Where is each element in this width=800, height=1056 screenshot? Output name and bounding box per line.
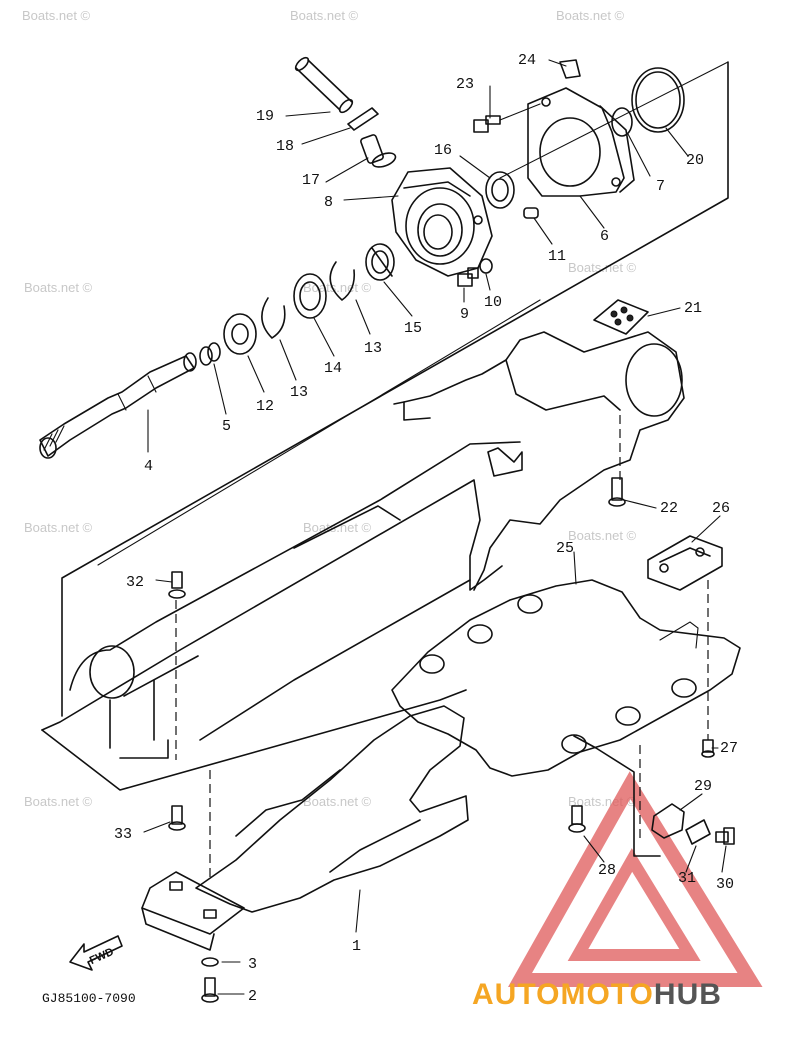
bearing-part-16	[485, 171, 515, 209]
callout-9: 9	[460, 306, 469, 323]
callout-17: 17	[302, 172, 320, 189]
callout-31: 31	[678, 870, 696, 887]
callout-26: 26	[712, 500, 730, 517]
plate-part-31	[685, 819, 711, 845]
callout-5: 5	[222, 418, 231, 435]
callout-22: 22	[660, 500, 678, 517]
bolt-part-27	[701, 739, 715, 758]
fwd-arrow-icon: FWD	[69, 935, 123, 971]
callout-28: 28	[598, 862, 616, 879]
brand-logo-icon	[508, 771, 763, 987]
watermark-text: Boats.net ©	[303, 794, 372, 809]
callout-30: 30	[716, 876, 734, 893]
callout-21: 21	[684, 300, 702, 317]
bearing-part-15	[365, 243, 395, 281]
callout-29: 29	[694, 778, 712, 795]
watermark-text: Boats.net ©	[568, 260, 637, 275]
callout-11: 11	[548, 248, 566, 265]
callout-18: 18	[276, 138, 294, 155]
bolt-part-28	[568, 805, 586, 833]
callout-27: 27	[720, 740, 738, 757]
callout-13: 13	[364, 340, 382, 357]
circlip-part-13	[329, 261, 356, 301]
pin-part-11	[523, 207, 539, 219]
hull-tunnel	[69, 441, 521, 749]
watermark-text: Boats.net ©	[24, 794, 93, 809]
o-ring-part-5	[199, 342, 221, 366]
hose-part-19	[294, 56, 354, 114]
callout-6: 6	[600, 228, 609, 245]
bolt-part-33	[168, 805, 186, 831]
bolt-part-9	[457, 267, 479, 287]
front-plate-part-1	[141, 871, 245, 951]
watermark-text: Boats.net ©	[24, 280, 93, 295]
brand-part-1: AUTOMOTO	[472, 978, 654, 1011]
washer-part-3	[201, 957, 219, 967]
hull-upper-frame	[393, 331, 685, 591]
callout-10: 10	[484, 294, 502, 311]
cover-part-6	[527, 87, 635, 197]
callout-1: 1	[352, 938, 361, 955]
callout-15: 15	[404, 320, 422, 337]
brand-wordmark: AUTOMOTOHUB	[472, 978, 722, 1011]
callout-8: 8	[324, 194, 333, 211]
nipple-part-17	[360, 134, 397, 168]
circlip-part-13	[261, 297, 286, 339]
watermark-text: Boats.net ©	[303, 520, 372, 535]
callout-16: 16	[434, 142, 452, 159]
bracket-lines	[573, 735, 661, 857]
bracket-part-26	[647, 535, 723, 591]
bearing-housing-part-8	[391, 167, 493, 277]
bolt-part-2	[201, 977, 219, 1003]
assembly-outline-lines	[61, 61, 729, 880]
callout-4: 4	[144, 458, 153, 475]
bolt-part-30	[715, 827, 735, 845]
watermark-text: Boats.net ©	[24, 520, 93, 535]
bolt-part-23	[473, 103, 541, 133]
callout-labels: 1 2 3 4 5 6 7 8 9 10 11 12 13 13 14 15 1…	[114, 52, 738, 1005]
callout-14: 14	[324, 360, 342, 377]
o-ring-part-20	[631, 67, 685, 133]
drive-shaft-part-4	[39, 352, 197, 459]
diagram-code: GJ85100-7090	[42, 991, 136, 1006]
clip-part-24	[559, 59, 581, 79]
callout-25: 25	[556, 540, 574, 557]
plate-part-25	[391, 579, 741, 777]
callout-33: 33	[114, 826, 132, 843]
o-ring-part-7	[611, 107, 633, 137]
grommet-part-29	[651, 803, 685, 839]
watermark-text: Boats.net ©	[556, 8, 625, 23]
bolt-part-32	[168, 571, 186, 599]
callout-20: 20	[686, 152, 704, 169]
clip-part-18	[347, 107, 379, 131]
plate-part-21	[593, 299, 649, 335]
callout-13: 13	[290, 384, 308, 401]
callout-23: 23	[456, 76, 474, 93]
watermark-text: Boats.net ©	[22, 8, 91, 23]
watermarks: Boats.net © Boats.net © Boats.net © Boat…	[22, 8, 637, 809]
watermark-text: Boats.net ©	[568, 528, 637, 543]
callout-32: 32	[126, 574, 144, 591]
brand-part-2: HUB	[654, 978, 722, 1011]
hull-lower-outline	[41, 479, 503, 791]
bearing-part-14	[293, 273, 327, 319]
watermark-text: Boats.net ©	[290, 8, 359, 23]
svg-text:AUTOMOTOHUB: AUTOMOTOHUB	[472, 978, 722, 1011]
callout-2: 2	[248, 988, 257, 1005]
bolt-part-22	[608, 477, 626, 507]
seal-part-12	[223, 313, 257, 355]
callout-7: 7	[656, 178, 665, 195]
washer-part-10	[479, 258, 493, 274]
leader-lines	[143, 59, 727, 995]
callout-3: 3	[248, 956, 257, 973]
cover-part-1	[195, 705, 469, 913]
callout-24: 24	[518, 52, 536, 69]
callout-19: 19	[256, 108, 274, 125]
callout-12: 12	[256, 398, 274, 415]
